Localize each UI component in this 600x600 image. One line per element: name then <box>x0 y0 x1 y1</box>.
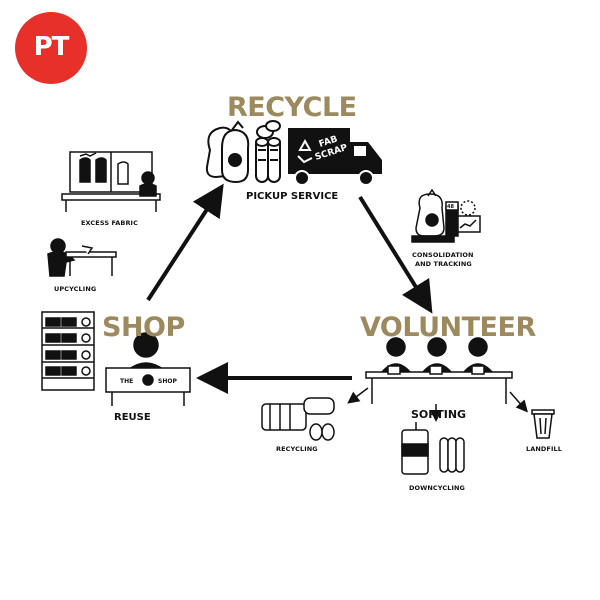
stage-title-volunteer: VOLUNTEER <box>360 312 536 343</box>
arrow-to-recycling <box>347 387 369 404</box>
pt-logo-icon[interactable]: PT <box>15 12 87 84</box>
recycling-rolls-icon <box>261 397 335 441</box>
arrow-shop-to-recycle <box>146 183 224 302</box>
label-sorting: SORTING <box>411 408 467 421</box>
arrow-to-landfill <box>509 391 528 413</box>
excess-fabric-scene <box>61 151 161 212</box>
fabric-rolls-icon <box>255 120 281 183</box>
label-pickup-service: PICKUP SERVICE <box>246 191 339 202</box>
label-upcycling: UPCYCLING <box>54 285 97 293</box>
shelf-icon <box>41 311 95 391</box>
bin-icon <box>531 409 555 439</box>
label-consolidation: CONSOLIDATION <box>412 251 474 259</box>
arrow-recycle-to-volunteer <box>358 195 433 314</box>
shop-counter <box>105 332 191 406</box>
label-reuse: REUSE <box>114 412 151 423</box>
recycle-icon <box>297 138 313 164</box>
upcycling-scene <box>47 238 117 277</box>
label-downcycling: DOWNCYCLING <box>409 484 465 492</box>
label-landfill: LANDFILL <box>526 445 562 453</box>
truck-icon: FAB SCRAP <box>288 128 382 186</box>
bags-icon <box>205 120 250 184</box>
label-excess-fabric: EXCESS FABRIC <box>81 219 138 227</box>
stage-title-shop: SHOP <box>102 312 185 343</box>
shop-sign-left: THE <box>120 378 133 385</box>
stage-title-recycle: RECYCLE <box>227 92 357 123</box>
downcycling-icon <box>401 429 465 475</box>
logo-text: PT <box>33 32 70 62</box>
shop-sign-right: SHOP <box>158 378 177 385</box>
volunteer-table <box>365 337 513 404</box>
label-recycling: RECYCLING <box>276 445 318 453</box>
scale-icon <box>411 188 481 243</box>
label-and-tracking: AND TRACKING <box>415 260 472 268</box>
scale-readout: 48 <box>447 204 454 210</box>
